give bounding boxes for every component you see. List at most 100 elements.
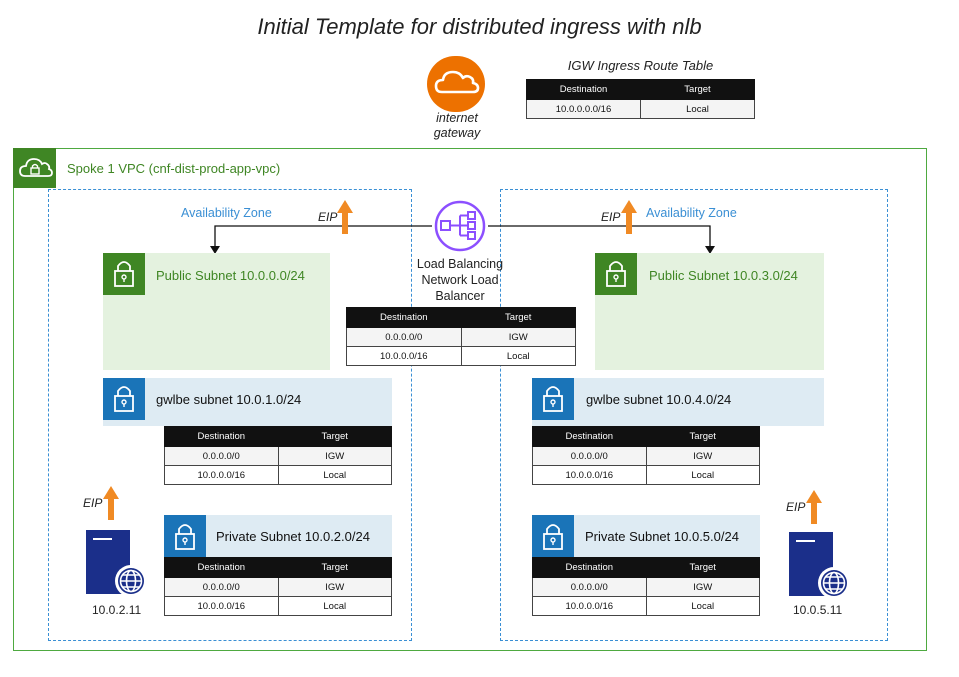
server-ip-left: 10.0.2.11 bbox=[92, 603, 142, 617]
route-destination-cell: 0.0.0.0/0 bbox=[346, 327, 462, 347]
route-table-header-cell: Destination bbox=[532, 557, 647, 578]
gwlbe-subnet-left bbox=[103, 378, 392, 426]
vpc-container bbox=[13, 148, 927, 651]
route-table-header-cell: Destination bbox=[164, 426, 279, 447]
public-subnet-right-label: Public Subnet 10.0.3.0/24 bbox=[649, 268, 798, 283]
eip-up-arrow-icon bbox=[806, 490, 822, 524]
availability-zone-right bbox=[500, 189, 888, 641]
availability-zone-left-label: Availability Zone bbox=[181, 206, 272, 220]
eip-label-nlb-left: EIP bbox=[318, 210, 338, 224]
eip-label-server-right: EIP bbox=[786, 500, 806, 514]
route-table-header-cell: Destination bbox=[532, 426, 647, 447]
padlock-icon bbox=[532, 515, 574, 559]
availability-zone-left bbox=[48, 189, 412, 641]
padlock-icon bbox=[103, 253, 145, 295]
route-destination-cell: 0.0.0.0/0 bbox=[164, 577, 279, 597]
route-table-header-cell: Destination bbox=[526, 79, 641, 100]
eip-label-nlb-right: EIP bbox=[601, 210, 621, 224]
route-target-cell: IGW bbox=[277, 577, 392, 597]
private-subnet-left-label: Private Subnet 10.0.2.0/24 bbox=[216, 529, 370, 544]
padlock-icon bbox=[595, 253, 637, 295]
nlb-label: Load Balancing Network Load Balancer bbox=[400, 256, 520, 304]
route-destination-cell: 10.0.0.0/16 bbox=[164, 465, 279, 485]
igw-route-table-title: IGW Ingress Route Table bbox=[567, 58, 714, 73]
route-table-header-cell: Target bbox=[460, 307, 576, 328]
public-subnet-left-label: Public Subnet 10.0.0.0/24 bbox=[156, 268, 305, 283]
igw-label-line1: internet bbox=[436, 111, 478, 125]
gwlbe-subnet-right bbox=[532, 378, 824, 426]
route-table-header-cell: Destination bbox=[346, 307, 462, 328]
route-destination-cell: 10.0.0.0/16 bbox=[164, 596, 279, 616]
padlock-icon bbox=[532, 378, 574, 420]
private-subnet-right-label: Private Subnet 10.0.5.0/24 bbox=[585, 529, 739, 544]
internet-gateway-label: internet gateway bbox=[417, 111, 497, 141]
route-target-cell: Local bbox=[640, 99, 755, 119]
route-target-cell: IGW bbox=[645, 577, 760, 597]
eip-label-server-left: EIP bbox=[83, 496, 103, 510]
route-target-cell: IGW bbox=[277, 446, 392, 466]
route-target-cell: IGW bbox=[645, 446, 760, 466]
route-table-header-cell: Target bbox=[277, 426, 392, 447]
network-load-balancer-icon bbox=[434, 200, 486, 252]
eip-up-arrow-icon bbox=[337, 200, 353, 234]
internet-gateway-icon bbox=[427, 56, 485, 112]
route-target-cell: IGW bbox=[460, 327, 576, 347]
route-target-cell: Local bbox=[645, 465, 760, 485]
gwlbe-subnet-right-label: gwlbe subnet 10.0.4.0/24 bbox=[586, 392, 732, 407]
route-target-cell: Local bbox=[645, 596, 760, 616]
route-destination-cell: 10.0.0.0/16 bbox=[532, 596, 647, 616]
availability-zone-right-label: Availability Zone bbox=[646, 206, 737, 220]
eip-up-arrow-icon bbox=[621, 200, 637, 234]
server-globe-icon bbox=[86, 530, 147, 597]
diagram-title: Initial Template for distributed ingress… bbox=[257, 14, 702, 39]
route-table-header-cell: Destination bbox=[164, 557, 279, 578]
route-table-header-cell: Target bbox=[645, 426, 760, 447]
padlock-icon bbox=[164, 515, 206, 559]
route-destination-cell: 10.0.0.0/16 bbox=[532, 465, 647, 485]
igw-label-line2: gateway bbox=[433, 126, 481, 140]
padlock-icon bbox=[103, 378, 145, 420]
route-target-cell: Local bbox=[277, 465, 392, 485]
route-destination-cell: 10.0.0.0/16 bbox=[346, 346, 462, 366]
route-destination-cell: 0.0.0.0/0 bbox=[164, 446, 279, 466]
nlb-label-line1: Load Balancing bbox=[416, 257, 504, 271]
vpc-label: Spoke 1 VPC (cnf-dist-prod-app-vpc) bbox=[67, 161, 281, 176]
nlb-label-line2: Network Load bbox=[421, 273, 499, 287]
route-target-cell: Local bbox=[460, 346, 576, 366]
route-target-cell: Local bbox=[277, 596, 392, 616]
route-destination-cell: 0.0.0.0/0 bbox=[532, 446, 647, 466]
server-ip-right: 10.0.5.11 bbox=[793, 603, 843, 617]
route-destination-cell: 0.0.0.0/0 bbox=[532, 577, 647, 597]
server-globe-icon bbox=[789, 532, 850, 599]
gwlbe-subnet-left-label: gwlbe subnet 10.0.1.0/24 bbox=[156, 392, 302, 407]
route-table-header-cell: Target bbox=[277, 557, 392, 578]
eip-up-arrow-icon bbox=[103, 486, 119, 520]
route-table-header-cell: Target bbox=[645, 557, 760, 578]
nlb-label-line3: Balancer bbox=[435, 289, 485, 303]
vpc-cloud-lock-icon bbox=[13, 148, 56, 188]
